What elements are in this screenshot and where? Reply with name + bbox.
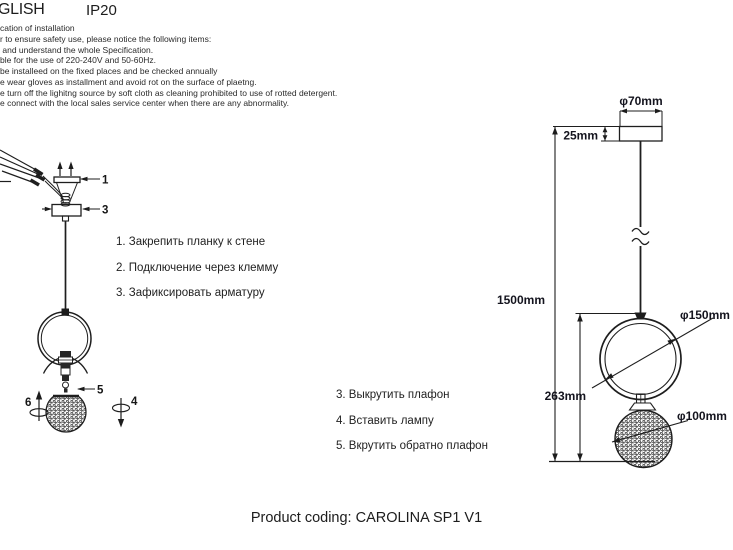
part-number-canopy: 3 <box>102 205 108 217</box>
instruction-item: 1. Закрепить планку к стене <box>116 236 266 248</box>
spec-line: e turn off the lighitng source by soft c… <box>0 87 338 98</box>
canopy-outline <box>618 125 663 142</box>
dimension-diagram: φ70mm 25mm 1500mm <box>497 94 730 469</box>
spec-line: e wear gloves as installment and avoid r… <box>0 76 257 87</box>
part-number-shade: 5 <box>97 385 104 397</box>
cable-with-break <box>631 141 650 313</box>
rotate-unscrew-symbol: 6 <box>25 390 49 421</box>
dim-label-canopy-diameter: φ70mm <box>619 94 662 108</box>
dim-label-cable-length: 1500mm <box>497 293 545 307</box>
dim-ring-diameter: φ150mm <box>591 308 730 389</box>
mount-instructions: 1. Закрепить планку к стене 2. Подключен… <box>116 236 278 313</box>
label-shade: 5 <box>77 385 104 397</box>
dim-canopy-height: 25mm <box>553 126 620 143</box>
ring-outline <box>599 312 682 401</box>
spec-line: and understand the whole Specification. <box>0 44 154 55</box>
mounting-bracket <box>53 161 81 203</box>
ceiling-canopy <box>42 203 82 222</box>
spec-line: e connect with the local sales service c… <box>0 98 289 109</box>
supply-wires <box>0 149 65 201</box>
installation-diagram: 1 3 <box>0 149 138 433</box>
instruction-item: 4. Вставить лампу <box>336 414 434 427</box>
instruction-item: 5. Вкрутить обратно плафон <box>336 440 488 452</box>
part-number-unscrew: 6 <box>25 397 31 409</box>
rotate-screw-symbol: 4 <box>111 396 138 428</box>
shade-ball-outline <box>614 393 673 469</box>
instruction-item: 3. Зафиксировать арматуру <box>116 287 265 299</box>
dim-label-fixture-height: 263mm <box>545 389 586 403</box>
lamp-socket <box>58 351 73 393</box>
dim-shade-diameter: φ100mm <box>611 409 727 443</box>
lamp-instructions: 3. Выкрутить плафон 4. Вставить лампу 5.… <box>336 389 488 466</box>
spec-line: be installeed on the fixed places and be… <box>0 66 218 76</box>
instruction-item: 2. Подключение через клемму <box>116 261 279 274</box>
product-coding: Product coding: CAROLINA SP1 V1 <box>250 510 483 526</box>
dim-label-shade-diameter: φ100mm <box>677 409 727 423</box>
crystal-shade-ball <box>45 394 87 433</box>
spec-line: cation of installation <box>0 23 75 33</box>
dim-label-canopy-height: 25mm <box>563 129 598 143</box>
spec-line: ble for the use of 220-240V and 50-60Hz. <box>0 55 156 66</box>
spec-line: r to ensure safety use, please notice th… <box>0 33 212 44</box>
part-number-screw: 4 <box>131 396 138 408</box>
dim-label-ring-diameter: φ150mm <box>680 308 730 322</box>
language-label: GLISH <box>0 1 45 18</box>
label-bracket: 1 <box>80 175 109 187</box>
specification-text: cation of installation r to ensure safet… <box>0 23 337 109</box>
label-canopy: 3 <box>82 205 108 217</box>
dim-canopy-diameter: φ70mm <box>619 94 663 127</box>
dim-fixture-height: 263mm <box>545 313 636 461</box>
dim-cable-length: 1500mm <box>497 127 558 461</box>
instruction-item: 3. Выкрутить плафон <box>336 389 450 401</box>
ip-rating-label: IP20 <box>86 2 117 19</box>
part-number-bracket: 1 <box>102 175 109 187</box>
